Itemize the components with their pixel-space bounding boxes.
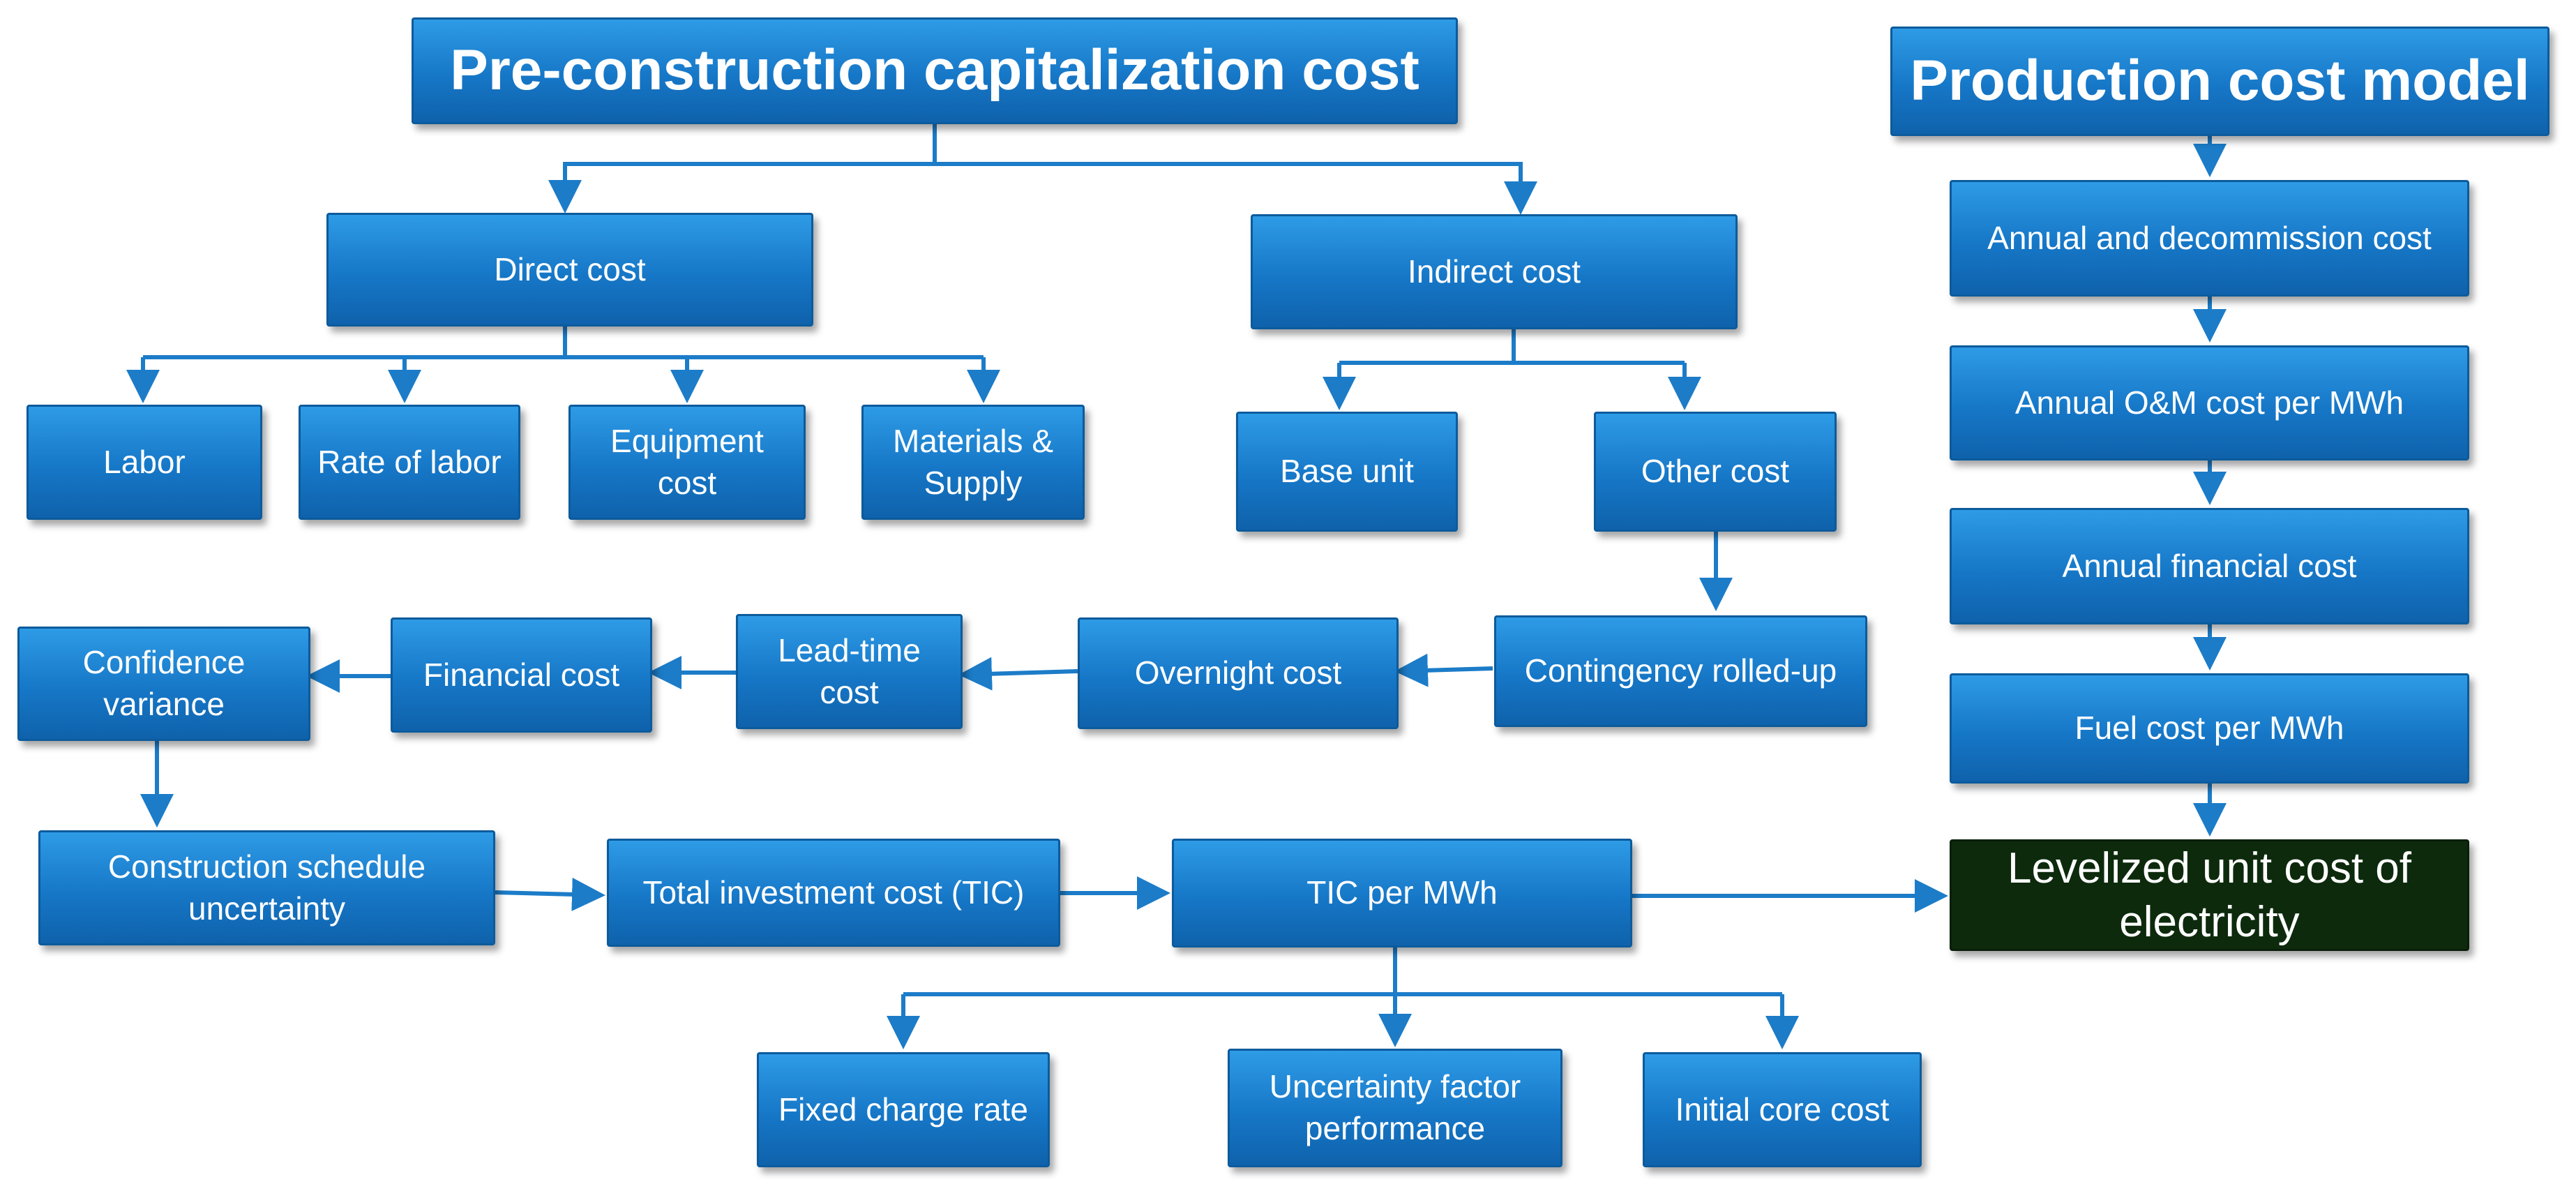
initial-core-cost-node: Initial core cost (1643, 1052, 1922, 1167)
confidence-variance-node: Confidence variance (17, 627, 310, 741)
other-cost-node: Other cost (1594, 412, 1837, 532)
overnight-cost-node: Overnight cost (1078, 617, 1399, 729)
labor-node: Labor (27, 405, 262, 520)
construction-schedule-node: Construction schedule uncertainty (38, 830, 495, 945)
rate-of-labor-node: Rate of labor (299, 405, 520, 520)
edge-title-to-indirect (935, 162, 1537, 215)
financial-cost-node: Financial cost (391, 617, 652, 733)
uncertainty-factor-node: Uncertainty factor performance (1228, 1049, 1562, 1167)
direct-cost-node: Direct cost (326, 213, 813, 327)
indirect-cost-node: Indirect cost (1251, 214, 1738, 329)
edge-overnight-to-leadtime (958, 657, 1078, 691)
base-unit-node: Base unit (1236, 412, 1458, 532)
tic-per-mwh-node: TIC per MWh (1172, 839, 1632, 947)
equipment-cost-node: Equipment cost (568, 405, 806, 520)
annual-decommission-node: Annual and decommission cost (1950, 180, 2469, 297)
production-model-title: Production cost model (1890, 27, 2549, 136)
levelized-cost-node: Levelized unit cost of electricity (1950, 839, 2469, 951)
lead-time-cost-node: Lead-time cost (736, 614, 963, 729)
contingency-node: Contingency rolled-up (1494, 615, 1867, 727)
fuel-cost-node: Fuel cost per MWh (1950, 673, 2469, 784)
annual-om-node: Annual O&M cost per MWh (1950, 345, 2469, 460)
total-investment-node: Total investment cost (TIC) (607, 839, 1060, 947)
edge-contingency-to-overnight (1394, 653, 1493, 687)
edge-construction-to-tic (495, 877, 605, 911)
edge-title-to-direct (548, 162, 935, 214)
annual-financial-node: Annual financial cost (1950, 508, 2469, 624)
materials-supply-node: Materials & Supply (861, 405, 1085, 520)
pre-construction-title: Pre-construction capitalization cost (412, 17, 1458, 124)
fixed-charge-rate-node: Fixed charge rate (757, 1052, 1050, 1167)
